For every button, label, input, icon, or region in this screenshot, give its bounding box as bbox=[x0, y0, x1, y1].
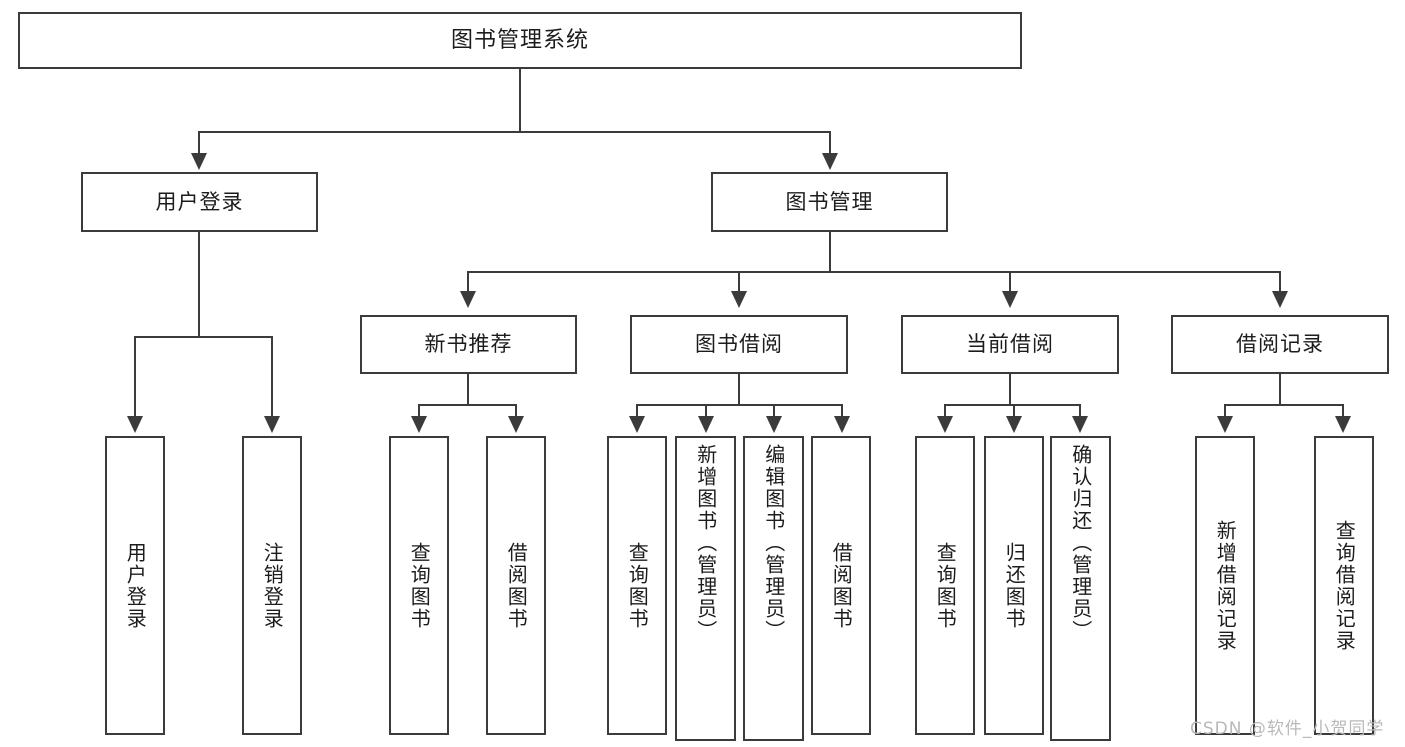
leaf-label: 确认归还（管理员） bbox=[1068, 444, 1093, 642]
arrowhead-current-borrow-child-2 bbox=[1006, 416, 1022, 433]
arrowhead-bm-to-current-borrow bbox=[1002, 291, 1018, 308]
leaf-label: 查询图书 bbox=[625, 541, 650, 630]
node-label: 新书推荐 bbox=[424, 332, 513, 357]
node-new-book-recommend[interactable]: 新书推荐 bbox=[360, 315, 577, 374]
node-book-borrow[interactable]: 图书借阅 bbox=[630, 315, 848, 374]
leaf-confirm-return-admin[interactable]: 确认归还（管理员） bbox=[1050, 436, 1111, 741]
node-label: 图书借阅 bbox=[695, 332, 783, 357]
connector-root-to-user-login bbox=[198, 131, 200, 155]
node-current-borrow[interactable]: 当前借阅 bbox=[901, 315, 1119, 374]
leaf-return-book[interactable]: 归还图书 bbox=[984, 436, 1044, 735]
connector-borrow-record-bus bbox=[1224, 404, 1344, 406]
connector-new-book-stem bbox=[467, 374, 469, 404]
connector-bm-to-borrow-record bbox=[1279, 271, 1281, 293]
leaf-user-login[interactable]: 用户登录 bbox=[105, 436, 165, 735]
connector-current-borrow-child-3 bbox=[1079, 404, 1081, 418]
arrowhead-current-borrow-child-1 bbox=[937, 416, 953, 433]
leaf-add-book-admin[interactable]: 新增图书（管理员） bbox=[675, 436, 736, 741]
leaf-edit-book-admin[interactable]: 编辑图书（管理员） bbox=[743, 436, 804, 741]
arrowhead-bm-to-book-borrow bbox=[731, 291, 747, 308]
connector-book-borrow-child-1 bbox=[636, 404, 638, 418]
arrowhead-borrow-record-child-2 bbox=[1335, 416, 1351, 433]
leaf-label: 编辑图书（管理员） bbox=[761, 444, 786, 642]
connector-book-management-bus bbox=[467, 271, 1279, 273]
arrowhead-new-book-child-1 bbox=[411, 416, 427, 433]
leaf-borrow-book-recommend[interactable]: 借阅图书 bbox=[486, 436, 546, 735]
node-user-login[interactable]: 用户登录 bbox=[81, 172, 318, 232]
leaf-query-book-borrow[interactable]: 查询图书 bbox=[607, 436, 667, 735]
arrowhead-bm-to-borrow-record bbox=[1272, 291, 1288, 308]
leaf-label: 查询借阅记录 bbox=[1332, 519, 1357, 652]
connector-user-login-child-2 bbox=[271, 336, 273, 418]
connector-new-book-bus bbox=[418, 404, 517, 406]
connector-current-borrow-child-1 bbox=[944, 404, 946, 418]
arrowhead-current-borrow-child-3 bbox=[1072, 416, 1088, 433]
connector-book-borrow-child-3 bbox=[773, 404, 775, 418]
connector-current-borrow-bus bbox=[944, 404, 1080, 406]
leaf-label: 查询图书 bbox=[407, 541, 432, 630]
leaf-label: 注销登录 bbox=[260, 541, 285, 630]
connector-bm-to-book-borrow bbox=[738, 271, 740, 293]
connector-book-borrow-stem bbox=[738, 374, 740, 404]
connector-user-login-child-1 bbox=[134, 336, 136, 418]
connector-borrow-record-child-1 bbox=[1224, 404, 1226, 418]
leaf-label: 新增图书（管理员） bbox=[693, 444, 718, 642]
arrowhead-bm-to-new-book bbox=[460, 291, 476, 308]
leaf-label: 借阅图书 bbox=[829, 541, 854, 630]
arrowhead-book-borrow-child-1 bbox=[629, 416, 645, 433]
leaf-logout[interactable]: 注销登录 bbox=[242, 436, 302, 735]
leaf-borrow-book[interactable]: 借阅图书 bbox=[811, 436, 871, 735]
node-label: 图书管理系统 bbox=[450, 27, 589, 53]
leaf-label: 用户登录 bbox=[123, 541, 148, 630]
leaf-label: 查询图书 bbox=[933, 541, 958, 630]
connector-borrow-record-child-2 bbox=[1342, 404, 1344, 418]
arrowhead-user-login-child-2 bbox=[264, 416, 280, 433]
arrowhead-root-to-book-management bbox=[822, 153, 838, 170]
connector-root-to-book-management bbox=[829, 131, 831, 155]
arrowhead-new-book-child-2 bbox=[508, 416, 524, 433]
leaf-label: 新增借阅记录 bbox=[1213, 519, 1238, 652]
arrowhead-book-borrow-child-2 bbox=[698, 416, 714, 433]
arrowhead-user-login-child-1 bbox=[127, 416, 143, 433]
connector-user-login-bus bbox=[134, 336, 272, 338]
leaf-query-book-current[interactable]: 查询图书 bbox=[915, 436, 975, 735]
leaf-query-book-recommend[interactable]: 查询图书 bbox=[389, 436, 449, 735]
node-label: 当前借阅 bbox=[966, 332, 1054, 357]
leaf-query-borrow-record[interactable]: 查询借阅记录 bbox=[1314, 436, 1374, 735]
arrowhead-borrow-record-child-1 bbox=[1217, 416, 1233, 433]
connector-user-login-stem bbox=[198, 232, 200, 336]
node-root-book-management-system[interactable]: 图书管理系统 bbox=[18, 12, 1022, 69]
connector-borrow-record-stem bbox=[1279, 374, 1281, 404]
connector-book-borrow-child-4 bbox=[841, 404, 843, 418]
node-label: 借阅记录 bbox=[1236, 332, 1324, 357]
arrowhead-book-borrow-child-3 bbox=[766, 416, 782, 433]
connector-root-bus bbox=[198, 131, 831, 133]
connector-book-management-stem bbox=[829, 232, 831, 271]
node-borrow-record[interactable]: 借阅记录 bbox=[1171, 315, 1389, 374]
csdn-watermark: CSDN @软件_小贺同学 bbox=[1190, 719, 1385, 739]
connector-book-borrow-child-2 bbox=[705, 404, 707, 418]
connector-current-borrow-stem bbox=[1009, 374, 1011, 404]
arrowhead-book-borrow-child-4 bbox=[834, 416, 850, 433]
connector-book-borrow-bus bbox=[636, 404, 843, 406]
node-label: 图书管理 bbox=[785, 189, 874, 214]
node-book-management[interactable]: 图书管理 bbox=[711, 172, 948, 232]
connector-new-book-child-1 bbox=[418, 404, 420, 418]
node-label: 用户登录 bbox=[155, 189, 244, 214]
connector-bm-to-current-borrow bbox=[1009, 271, 1011, 293]
leaf-label: 归还图书 bbox=[1002, 541, 1027, 630]
leaf-add-borrow-record[interactable]: 新增借阅记录 bbox=[1195, 436, 1255, 735]
connector-current-borrow-child-2 bbox=[1013, 404, 1015, 418]
arrowhead-root-to-user-login bbox=[191, 153, 207, 170]
connector-new-book-child-2 bbox=[515, 404, 517, 418]
connector-root-stem bbox=[519, 69, 521, 131]
connector-bm-to-new-book bbox=[467, 271, 469, 293]
leaf-label: 借阅图书 bbox=[504, 541, 529, 630]
